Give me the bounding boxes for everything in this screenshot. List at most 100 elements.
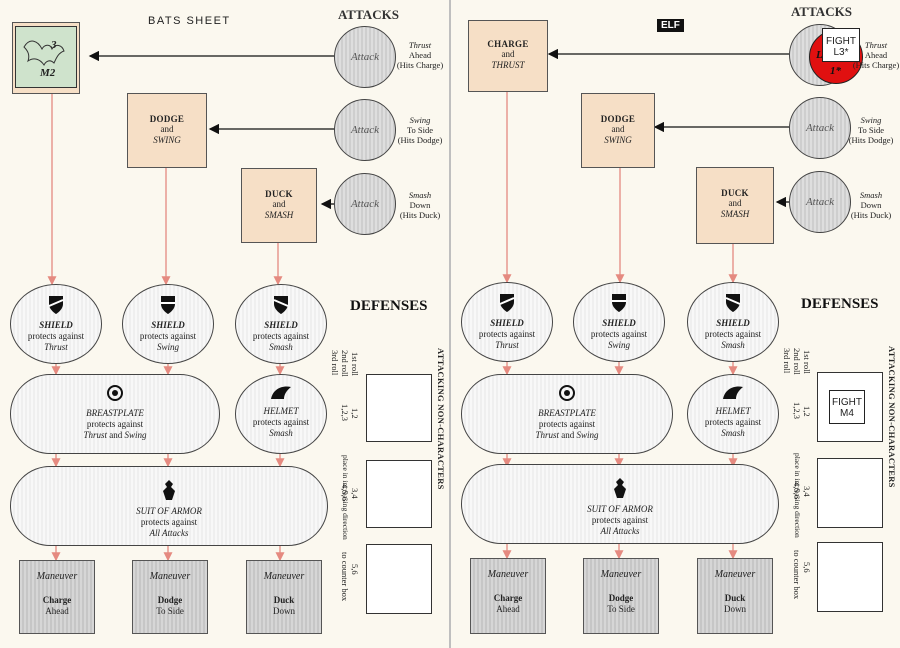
suit-target: All Attacks	[600, 526, 640, 536]
shield-thrust[interactable]: SHIELD protects against Thrust	[461, 282, 553, 362]
and-label: and	[272, 199, 286, 209]
fight-counter-attack[interactable]: FIGHT L3*	[822, 28, 860, 62]
attack-thrust-hits: (Hits Charge)	[852, 60, 900, 70]
attack-thrust-name: Thrust	[864, 40, 888, 50]
breastplate[interactable]: BREASTPLATE protects against Thrust and …	[461, 374, 673, 454]
shield-smash[interactable]: SHIELD protects against Smash	[235, 284, 327, 364]
duck-smash-box[interactable]: DUCK and SMASH	[696, 167, 774, 244]
swing-label: SWING	[153, 135, 181, 145]
helmet[interactable]: HELMET protects against Smash	[687, 374, 779, 454]
attack-label: Attack	[350, 124, 380, 136]
attacks-heading: ATTACKS	[791, 4, 852, 19]
fight-counter-box[interactable]: FIGHT M4	[829, 390, 865, 424]
counter-bottom-value: M2	[40, 67, 56, 79]
shield-thrust[interactable]: SHIELD protects against Thrust	[10, 284, 102, 364]
attack-smash-circle[interactable]: Attack	[789, 171, 851, 233]
roll-value-12: 1,2	[802, 406, 812, 417]
suit-of-armor[interactable]: SUIT OF ARMOR protects against All Attac…	[10, 466, 328, 546]
roll-value-123: 1,2,3	[792, 402, 802, 419]
roll-to-counter: to counter box	[340, 552, 350, 602]
suit-of-armor[interactable]: SUIT OF ARMOR protects against All Attac…	[461, 464, 779, 544]
smash-label: SMASH	[264, 210, 294, 220]
attack-smash-name: Smash	[408, 190, 432, 200]
and-label: and	[561, 430, 575, 440]
maneuver-label: Maneuver	[36, 571, 78, 582]
maneuver-name: Charge	[42, 595, 72, 605]
fight-label: FIGHT	[832, 397, 862, 408]
attack-smash-desc: Smash Down (Hits Duck)	[395, 190, 445, 220]
maneuver-duck[interactable]: Maneuver Duck Down	[246, 560, 322, 634]
attack-thrust-circle[interactable]: Attack	[334, 26, 396, 88]
fight-label: FIGHT	[826, 36, 856, 47]
flow-arrows	[502, 48, 789, 560]
dodge-swing-box[interactable]: DODGE and SWING	[127, 93, 207, 168]
maneuver-dodge[interactable]: Maneuver Dodge To Side	[583, 558, 659, 634]
roll-1st: 1st roll	[802, 350, 812, 374]
maneuver-direction: Down	[724, 604, 746, 614]
noncharacter-box-2[interactable]	[817, 458, 883, 528]
shield-icon	[273, 296, 289, 314]
shield-icon	[48, 296, 64, 314]
noncharacter-box-3[interactable]	[817, 542, 883, 612]
swing-label: SWING	[604, 135, 632, 145]
maneuver-direction: Down	[273, 606, 295, 616]
defenses-heading: DEFENSES	[350, 298, 428, 314]
helmet-icon	[271, 386, 291, 399]
shield-swing[interactable]: SHIELD protects against Swing	[122, 284, 214, 364]
noncharacter-box-2[interactable]	[366, 460, 432, 528]
maneuver-dodge[interactable]: Maneuver Dodge To Side	[132, 560, 208, 634]
attack-swing-circle[interactable]: Attack	[334, 99, 396, 161]
roll-value-456: 4,5,6	[792, 482, 802, 499]
helmet[interactable]: HELMET protects against Smash	[235, 374, 327, 454]
attack-swing-circle[interactable]: Attack	[789, 97, 851, 159]
attacks-heading: ATTACKS	[338, 7, 399, 22]
attack-smash-direction: Down	[860, 200, 882, 210]
attack-smash-name: Smash	[859, 190, 883, 200]
protects-label: protects against	[139, 331, 197, 341]
maneuver-direction: Ahead	[496, 604, 520, 614]
defenses-heading: DEFENSES	[801, 296, 879, 312]
noncharacter-box-1[interactable]	[366, 374, 432, 442]
counter-top-value: 3	[51, 39, 57, 51]
protects-label: protects against	[252, 331, 310, 341]
shield-icon	[612, 294, 626, 312]
duck-label: DUCK	[265, 189, 293, 199]
attack-smash-circle[interactable]: Attack	[334, 173, 396, 235]
helmet-name: HELMET	[263, 406, 299, 416]
attack-swing-name: Swing	[860, 115, 882, 125]
attack-smash-direction: Down	[409, 200, 431, 210]
protects-label: protects against	[538, 419, 596, 429]
maneuver-label: Maneuver	[263, 571, 305, 582]
breastplate-icon	[107, 385, 123, 401]
shield-swing[interactable]: SHIELD protects against Swing	[573, 282, 665, 362]
attack-swing-direction: To Side	[406, 125, 434, 135]
maneuver-duck[interactable]: Maneuver Duck Down	[697, 558, 773, 634]
maneuver-charge[interactable]: Maneuver Charge Ahead	[19, 560, 95, 634]
roll-value-56: 5,6	[802, 562, 812, 573]
charge-thrust-box[interactable]: CHARGE and THRUST	[468, 20, 548, 92]
maneuver-direction: To Side	[607, 604, 635, 614]
attack-thrust-desc: Thrust Ahead (Hits Charge)	[851, 40, 900, 70]
dodge-label: DODGE	[149, 114, 185, 124]
noncharacters-heading: ATTACKING NON-CHARACTERS	[436, 348, 446, 490]
maneuver-charge[interactable]: Maneuver Charge Ahead	[470, 558, 546, 634]
flow-arrows	[47, 50, 334, 562]
sheet-title: BATS SHEET	[148, 15, 231, 27]
roll-value-34: 3,4	[802, 486, 812, 497]
attack-swing-hits: (Hits Dodge)	[848, 135, 894, 145]
charge-label: CHARGE	[487, 39, 529, 49]
breastplate[interactable]: BREASTPLATE protects against Thrust and …	[10, 374, 220, 454]
protects-label: protects against	[478, 329, 536, 339]
maneuver-name: Dodge	[157, 595, 183, 605]
suit-name: SUIT OF ARMOR	[136, 506, 202, 516]
breastplate-name: BREASTPLATE	[538, 408, 596, 418]
protects-label: protects against	[252, 417, 310, 427]
shield-smash[interactable]: SHIELD protects against Smash	[687, 282, 779, 362]
duck-smash-box[interactable]: DUCK and SMASH	[241, 168, 317, 243]
noncharacter-box-3[interactable]	[366, 544, 432, 614]
attack-swing-direction: To Side	[857, 125, 885, 135]
shield-name: SHIELD	[151, 320, 185, 330]
maneuver-label: Maneuver	[149, 571, 191, 582]
dodge-swing-box[interactable]: DODGE and SWING	[581, 93, 655, 168]
bat-character-counter[interactable]: 3 M2	[15, 26, 77, 88]
